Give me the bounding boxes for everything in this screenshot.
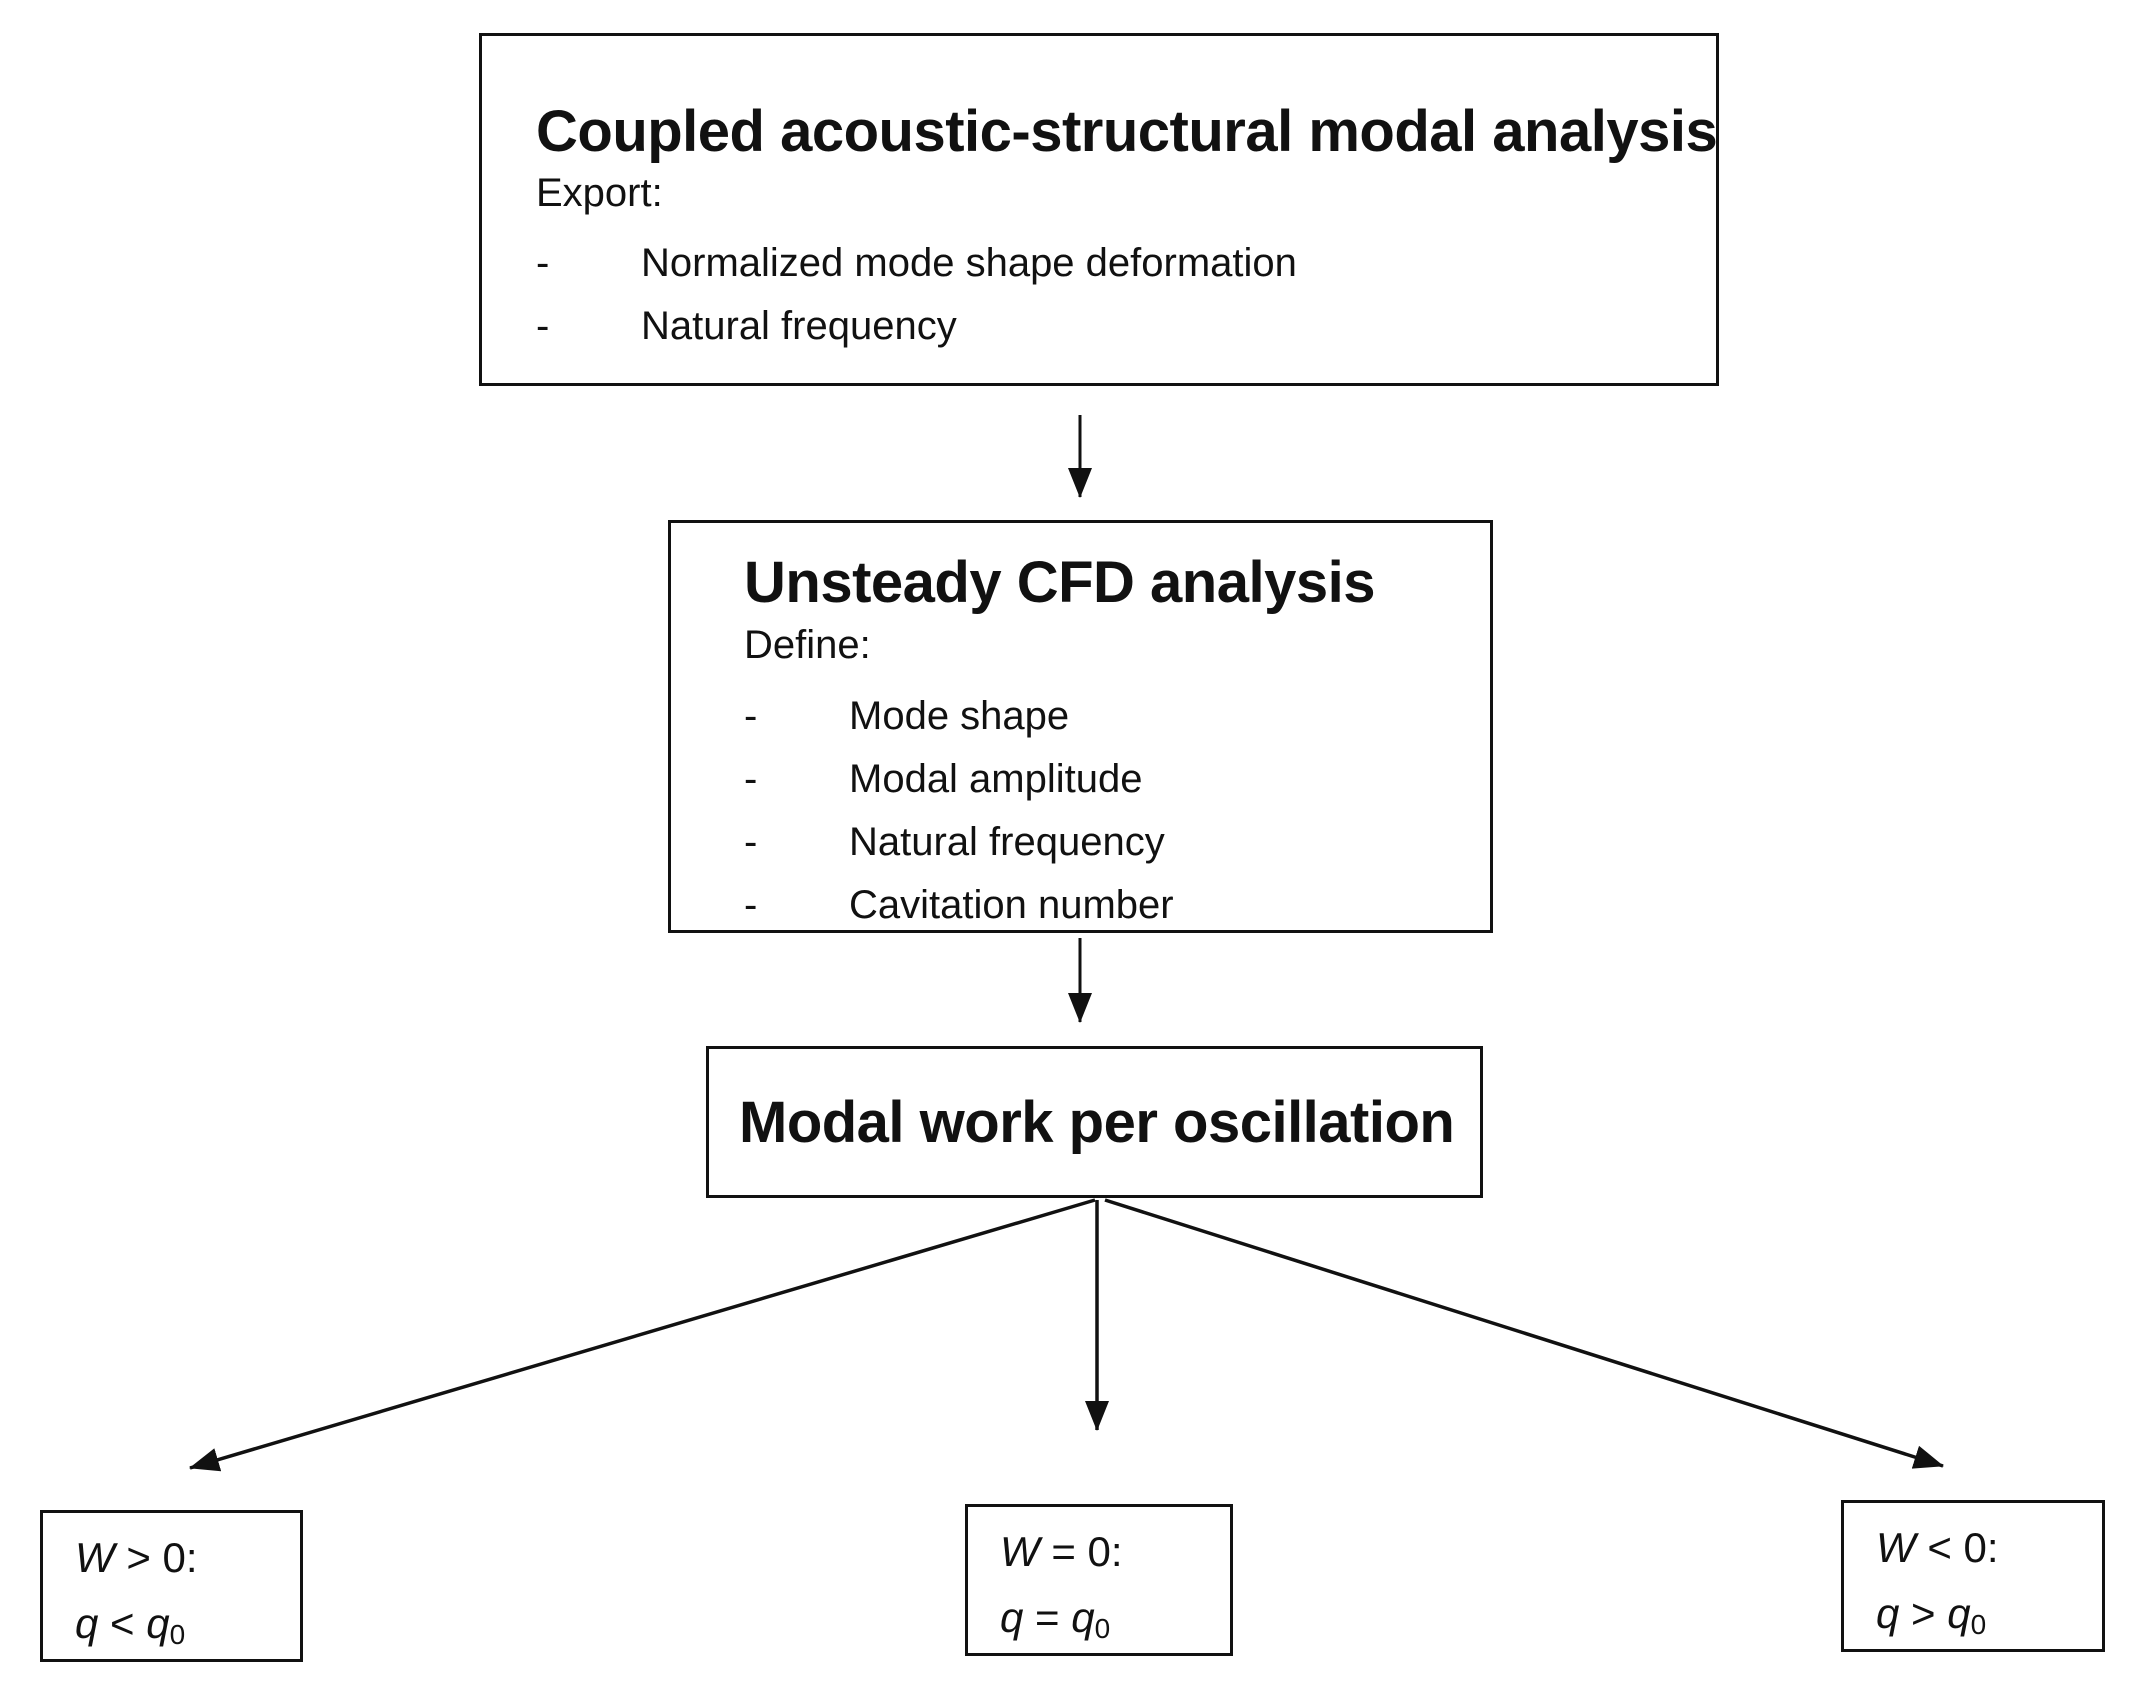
bullet-dash: -	[744, 757, 758, 801]
outcome-condition: W = 0: q = q0	[1000, 1519, 1123, 1662]
modal-analysis-box: Coupled acoustic-structural modal analys…	[479, 33, 1719, 386]
modal-work-title: Modal work per oscillation	[739, 1090, 1455, 1155]
damping-condition: q = q0	[1000, 1585, 1123, 1662]
work-symbol: W	[1876, 1524, 1916, 1571]
damping-condition: q < q0	[75, 1591, 198, 1668]
damping-reference-subscript: 0	[169, 1619, 186, 1650]
define-item-text: Modal amplitude	[849, 757, 1143, 801]
define-item: - Mode shape	[744, 685, 1174, 748]
cfd-analysis-box: Unsteady CFD analysis Define: - Mode shap…	[668, 520, 1493, 933]
damping-symbol: q	[1000, 1594, 1024, 1641]
define-item: - Cavitation number	[744, 874, 1174, 937]
export-item: - Normalized mode shape deformation	[536, 232, 1297, 295]
bullet-dash: -	[744, 883, 758, 927]
damping-condition: q > q0	[1876, 1581, 1999, 1658]
damping-symbol: q	[75, 1600, 99, 1647]
damping-reference-subscript: 0	[1970, 1609, 1987, 1640]
define-item-text: Natural frequency	[849, 820, 1165, 864]
work-relation: < 0:	[1915, 1524, 1999, 1571]
damping-relation: <	[98, 1600, 147, 1647]
damping-reference: q	[1071, 1594, 1095, 1641]
arrow-work-to-negative	[1104, 1198, 1944, 1469]
define-item: - Natural frequency	[744, 811, 1174, 874]
bullet-dash: -	[536, 241, 550, 285]
outcome-condition: W < 0: q > q0	[1876, 1515, 1999, 1658]
modal-analysis-title: Coupled acoustic-structural modal analys…	[536, 99, 1718, 164]
damping-symbol: q	[1876, 1590, 1900, 1637]
arrow-work-to-positive	[189, 1198, 1096, 1472]
export-item-text: Normalized mode shape deformation	[641, 241, 1297, 285]
work-relation: = 0:	[1039, 1528, 1123, 1575]
damping-reference-subscript: 0	[1094, 1613, 1111, 1644]
work-condition: W < 0:	[1876, 1515, 1999, 1581]
bullet-dash: -	[536, 304, 550, 348]
work-symbol: W	[75, 1534, 115, 1581]
export-label: Export:	[536, 171, 663, 215]
damping-relation: >	[1899, 1590, 1948, 1637]
damping-relation: =	[1023, 1594, 1072, 1641]
work-relation: > 0:	[114, 1534, 198, 1581]
export-list: - Normalized mode shape deformation - Natu…	[536, 232, 1297, 358]
outcome-condition: W > 0: q < q0	[75, 1525, 198, 1668]
outcome-box-negative-work: W < 0: q > q0	[1841, 1500, 2105, 1652]
outcome-box-zero-work: W = 0: q = q0	[965, 1504, 1233, 1656]
damping-reference: q	[1947, 1590, 1971, 1637]
define-item-text: Cavitation number	[849, 883, 1174, 927]
export-item-text: Natural frequency	[641, 304, 957, 348]
bullet-dash: -	[744, 820, 758, 864]
export-item: - Natural frequency	[536, 295, 1297, 358]
bullet-dash: -	[744, 694, 758, 738]
define-list: - Mode shape - Modal amplitude - Natural fr…	[744, 685, 1174, 937]
work-symbol: W	[1000, 1528, 1040, 1575]
define-item: - Modal amplitude	[744, 748, 1174, 811]
define-item-text: Mode shape	[849, 694, 1070, 738]
outcome-box-positive-work: W > 0: q < q0	[40, 1510, 303, 1662]
modal-work-box: Modal work per oscillation	[706, 1046, 1483, 1198]
define-label: Define:	[744, 623, 871, 667]
work-condition: W = 0:	[1000, 1519, 1123, 1585]
cfd-analysis-title: Unsteady CFD analysis	[744, 550, 1375, 615]
work-condition: W > 0:	[75, 1525, 198, 1591]
damping-reference: q	[146, 1600, 170, 1647]
